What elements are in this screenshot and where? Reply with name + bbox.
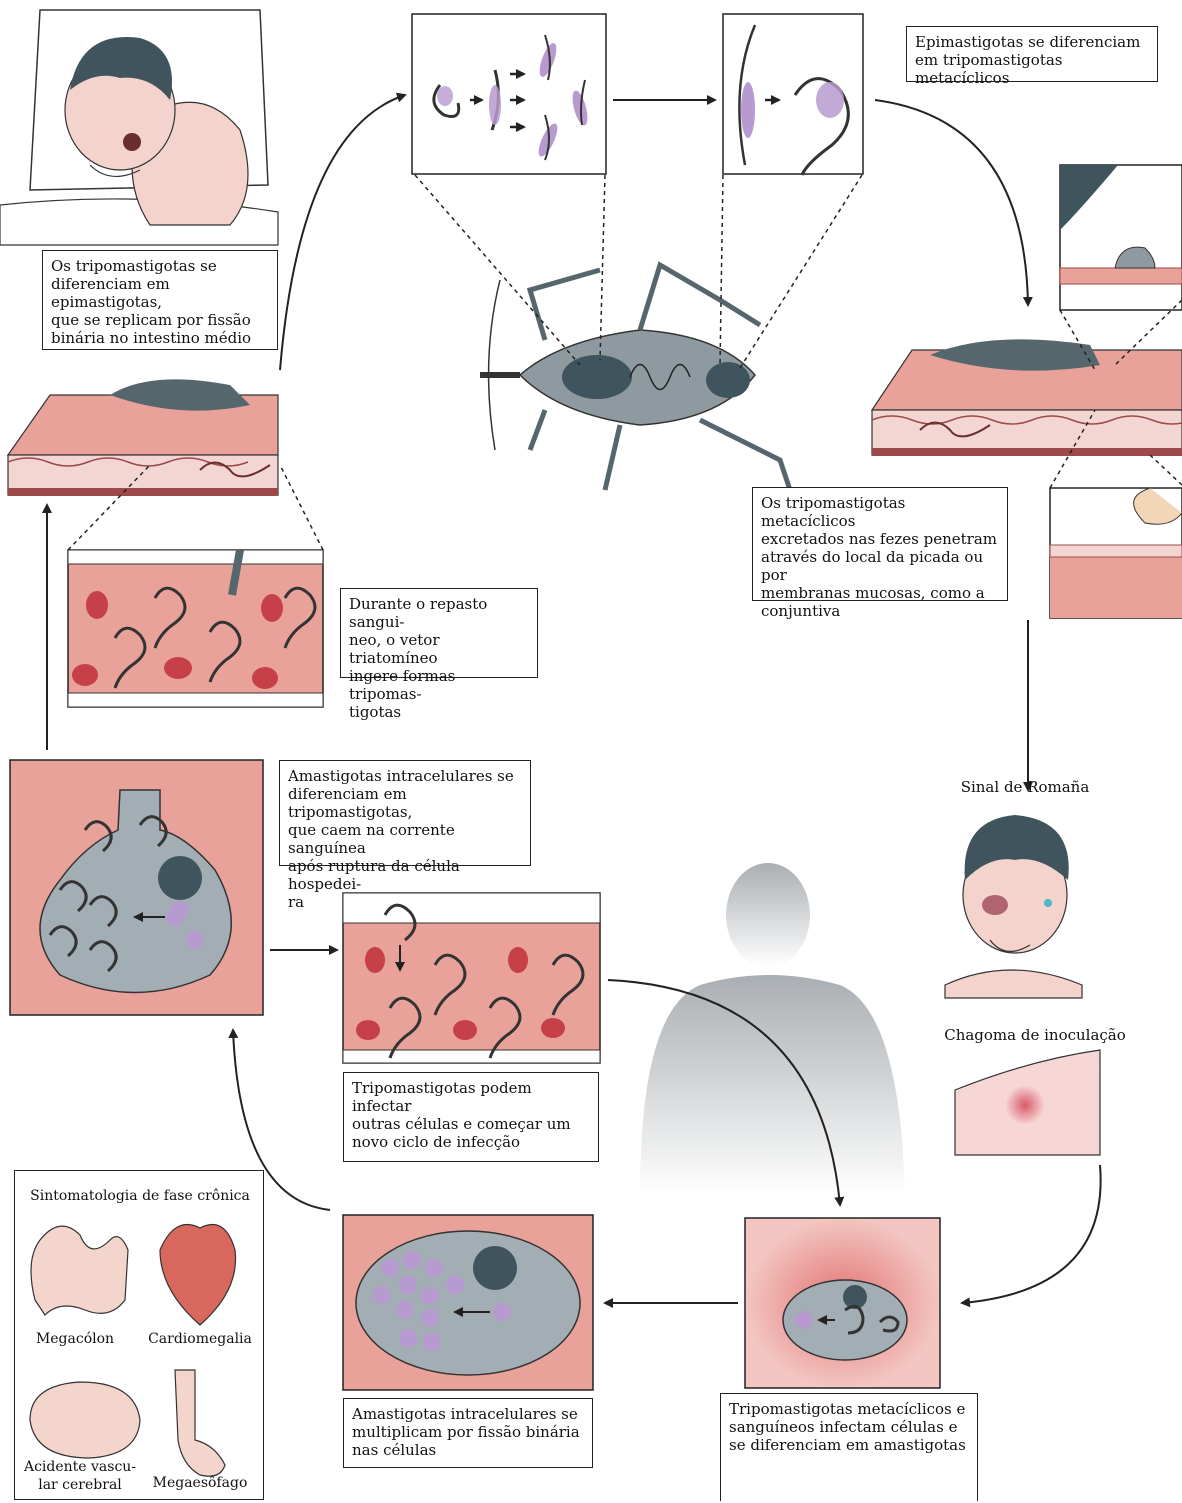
host-cell-rupture-panel [10,760,263,1015]
sleeping-child-illustration [0,10,278,245]
label-megaesophagus: Megaesôfago [140,1474,260,1492]
human-silhouette [640,863,905,1195]
caption-amastigote-multiply: Amastigotas intracelulares se multiplica… [343,1398,593,1468]
caption-epi-to-trypo: Epimastigotas se diferenciam em tripomas… [906,26,1158,82]
blood-meal-vessel-panel [68,465,323,707]
label-cardiomegaly: Cardiomegalia [140,1330,260,1348]
caption-blood-meal: Durante o repasto sangui- neo, o vetor t… [340,588,538,678]
triatomine-bug-illustration [415,175,862,490]
caption-amastigote-diff: Amastigotas intracelulares se diferencia… [279,760,531,866]
chronic-panel-title: Sintomatologia de fase crônica [18,1187,262,1205]
chagoma-arm-illustration [955,1050,1100,1155]
bug-feeding-skin-block-left [8,379,278,496]
label-romana-sign: Sinal de Romaña [930,778,1120,796]
caption-trypo-to-epi: Os tripomastigotas se diferenciam em epi… [42,250,278,350]
label-chagoma: Chagoma de inoculação [935,1026,1135,1044]
caption-feces-penetrate: Os tripomastigotas metacíclicos excretad… [752,487,1008,601]
epi-to-trypo-panel [723,14,863,175]
label-megacolon: Megacólon [20,1330,130,1348]
caption-infect-cells: Tripomastigotas metacíclicos e sanguíneo… [720,1393,978,1501]
label-stroke: Acidente vascu- lar cerebral [20,1458,140,1494]
bloodstream-trypomastigotes-panel [343,893,600,1063]
caption-infect-other: Tripomastigotas podem infectar outras cé… [343,1072,599,1162]
infection-site-panel [745,1218,940,1388]
romana-sign-child-illustration [945,815,1082,998]
amastigote-multiplication-panel [343,1215,593,1390]
epimastigote-replication-panel [412,14,606,174]
